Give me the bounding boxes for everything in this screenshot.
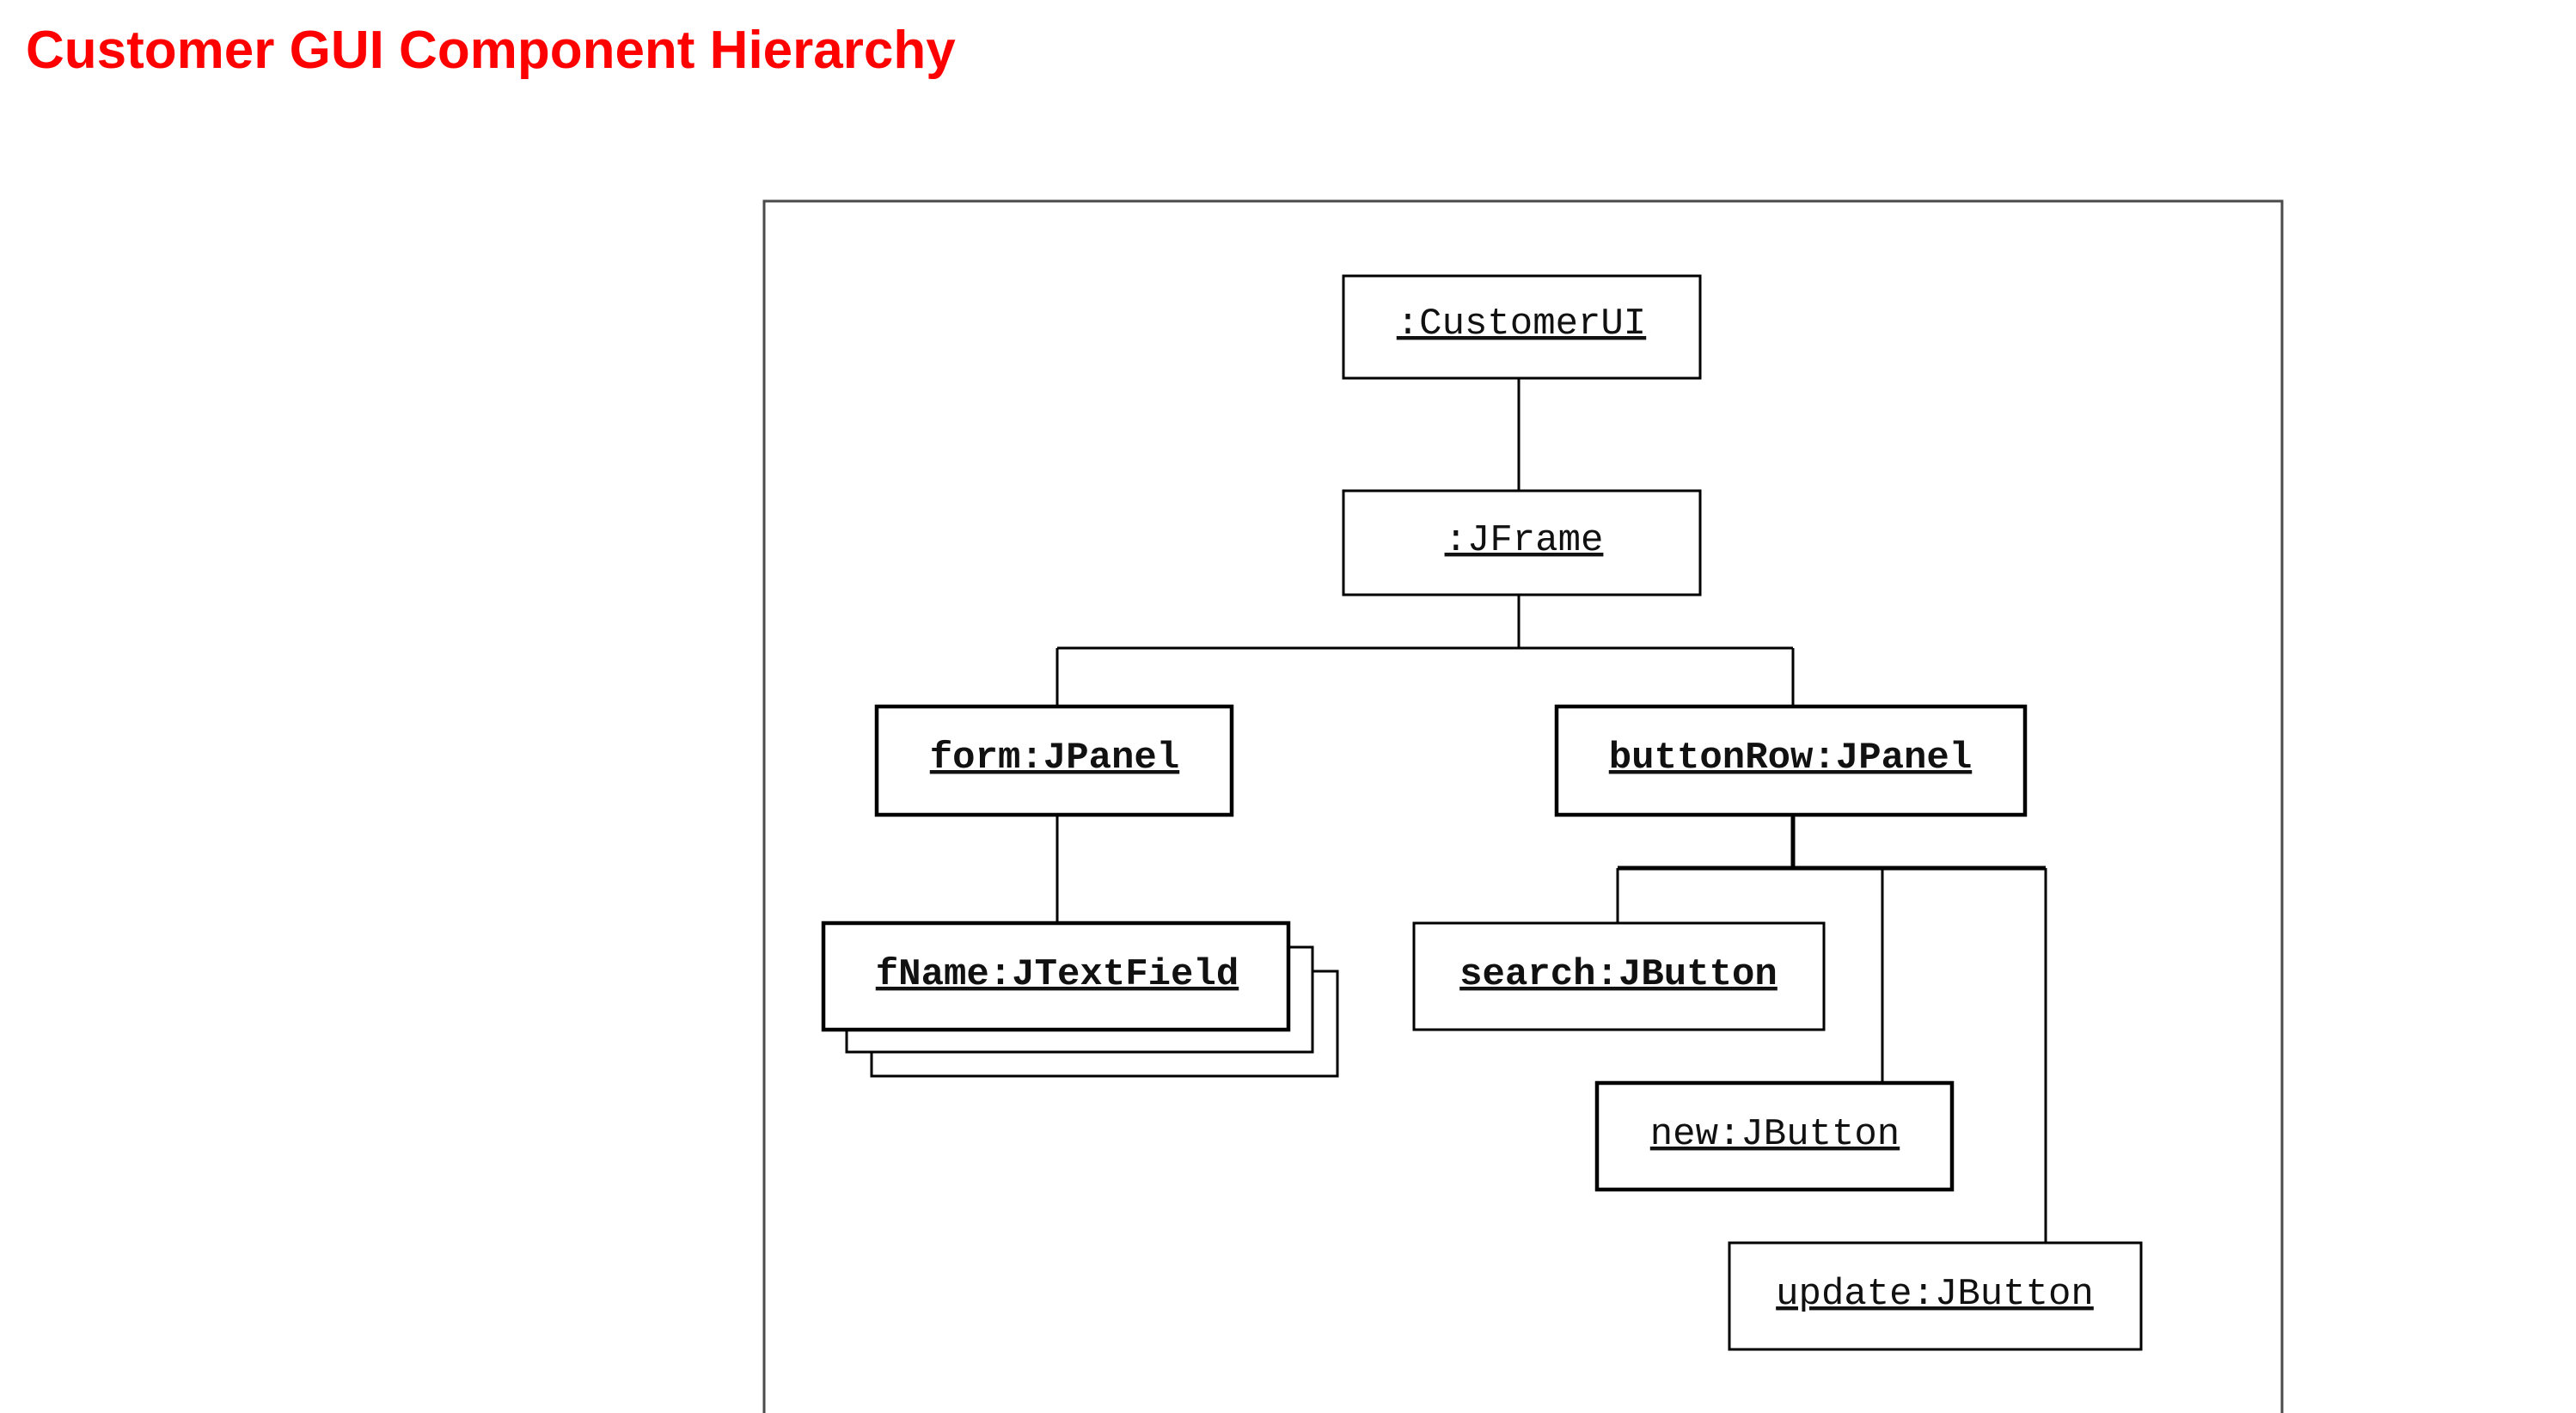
page-title: Customer GUI Component Hierarchy: [26, 21, 956, 80]
connectors: [1055, 378, 2047, 1243]
node-fname-field-label: fName:JTextField: [876, 953, 1239, 996]
node-customerui-label: :CustomerUI: [1397, 303, 1646, 346]
node-form-panel-label: form:JPanel: [930, 737, 1179, 780]
node-form-panel: form:JPanel: [874, 704, 1234, 817]
node-jframe-label: :JFrame: [1445, 519, 1604, 562]
node-search-button: search:JButton: [1412, 921, 1826, 1031]
node-jframe: :JFrame: [1342, 489, 1702, 596]
node-buttonrow-panel-label: buttonRow:JPanel: [1609, 737, 1972, 780]
node-update-button-label: update:JButton: [1776, 1273, 2094, 1316]
node-new-button: new:JButton: [1594, 1080, 1955, 1192]
node-buttonrow-panel: buttonRow:JPanel: [1554, 704, 2028, 817]
node-search-button-label: search:JButton: [1459, 953, 1778, 996]
node-update-button: update:JButton: [1728, 1241, 2143, 1351]
node-fname-field-stack: fName:JTextField: [821, 921, 1339, 1078]
node-fname-field: [821, 921, 1291, 1032]
node-new-button-label: new:JButton: [1650, 1113, 1900, 1156]
node-customerui: :CustomerUI: [1342, 274, 1702, 380]
